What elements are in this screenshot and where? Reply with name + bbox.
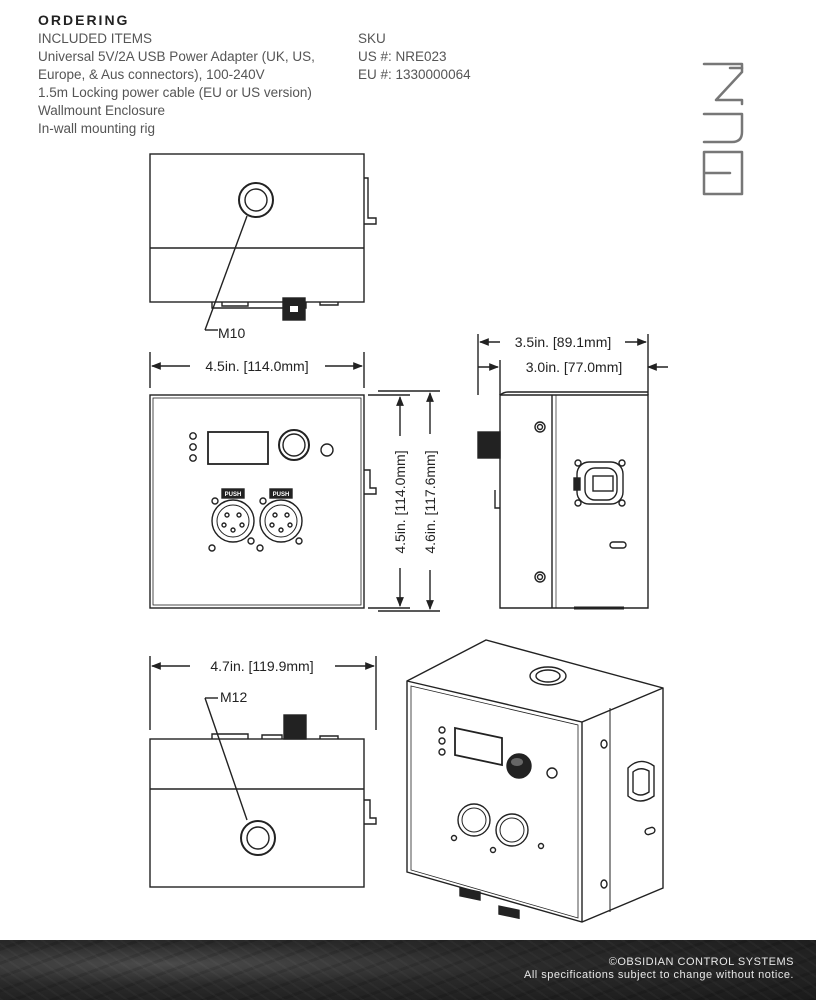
footer-text: ©OBSIDIAN CONTROL SYSTEMS All specificat…	[524, 956, 794, 982]
ordering-heading: ORDERING	[38, 12, 130, 28]
included-items-title: INCLUDED ITEMS	[38, 31, 153, 46]
dimension-drawing: M10 4.5in. [114.0mm] 4.5in. [114.0mm] 4.…	[149, 153, 668, 923]
footer-banner: ©OBSIDIAN CONTROL SYSTEMS All specificat…	[0, 940, 816, 1000]
front-view	[149, 394, 377, 609]
included-item: 1.5m Locking power cable (EU or US versi…	[38, 85, 312, 100]
top-view	[149, 153, 377, 321]
included-items-list: INCLUDED ITEMS Universal 5V/2A USB Power…	[38, 30, 315, 138]
included-item: Wallmount Enclosure	[38, 103, 166, 118]
bottom-view-label: M12	[220, 689, 247, 705]
brand-logo-icon	[702, 62, 744, 196]
bottom-view	[149, 714, 377, 888]
included-item: Europe, & Aus connectors), 100-240V	[38, 67, 265, 82]
sku-block: SKU US #: NRE023 EU #: 1330000064	[358, 30, 471, 84]
specifications-notice: All specifications subject to change wit…	[524, 969, 794, 981]
isometric-view	[406, 639, 664, 923]
push-label: PUSH	[225, 492, 242, 498]
top-view-label: M10	[218, 325, 245, 341]
included-item: Universal 5V/2A USB Power Adapter (UK, U…	[38, 49, 315, 64]
front-height-dimension: 4.5in. [114.0mm]	[392, 450, 408, 553]
sku-title: SKU	[358, 31, 386, 46]
sku-us: US #: NRE023	[358, 49, 447, 64]
side-depth-total-dimension: 3.5in. [89.1mm]	[515, 334, 612, 350]
copyright-text: ©OBSIDIAN CONTROL SYSTEMS	[608, 956, 794, 968]
footer-texture	[0, 940, 816, 1000]
side-depth-dimension: 3.0in. [77.0mm]	[526, 359, 623, 375]
front-height-total-dimension: 4.6in. [117.6mm]	[422, 450, 438, 553]
front-width-dimension: 4.5in. [114.0mm]	[205, 358, 308, 374]
side-view	[477, 391, 649, 610]
sku-eu: EU #: 1330000064	[358, 67, 471, 82]
included-item: In-wall mounting rig	[38, 121, 156, 136]
bottom-width-dimension: 4.7in. [119.9mm]	[210, 658, 313, 674]
push-label: PUSH	[273, 492, 290, 498]
